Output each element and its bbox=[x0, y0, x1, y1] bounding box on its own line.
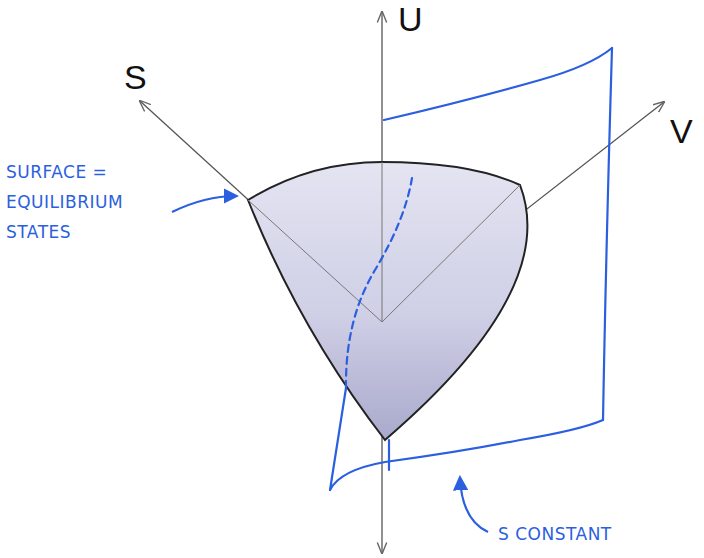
axis-label: U bbox=[398, 0, 423, 39]
plane-edge bbox=[330, 420, 603, 490]
annotation: SURFACE = EQUILIBRIUM STATES bbox=[6, 158, 156, 247]
intersection-curve bbox=[346, 178, 412, 388]
plane-edge bbox=[330, 388, 346, 490]
surface-edge bbox=[382, 185, 520, 322]
axis-label: V bbox=[670, 112, 693, 151]
plane-edge bbox=[603, 48, 612, 420]
constant-s-plane bbox=[330, 48, 612, 490]
axis-label: S bbox=[124, 58, 147, 97]
surface-edge bbox=[248, 200, 382, 322]
annotation: S CONSTANT bbox=[498, 520, 612, 550]
surface-edge bbox=[382, 162, 383, 322]
u-axis bbox=[381, 12, 382, 553]
plane-edge bbox=[388, 440, 390, 470]
leader-arrow bbox=[172, 196, 236, 212]
leader-arrow bbox=[460, 478, 488, 532]
plane-edge bbox=[384, 48, 612, 120]
equilibrium-surface bbox=[248, 162, 527, 440]
